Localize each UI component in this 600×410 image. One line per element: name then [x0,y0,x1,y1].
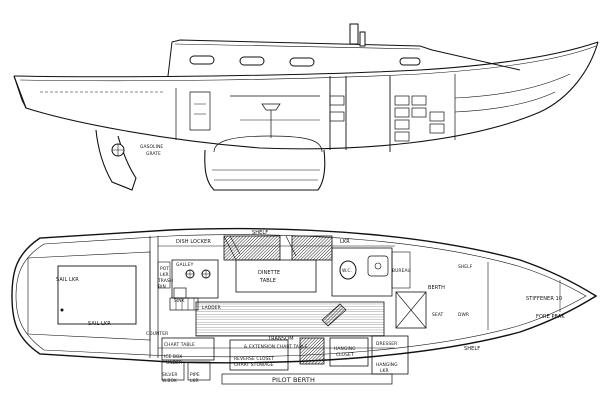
label-silver: SILVER [162,372,177,378]
label-gasoline: GASOLINE [140,144,163,150]
label-dinette-table: TABLE [259,278,276,284]
keel [204,149,326,191]
dinette-table [235,259,317,293]
cabin-sole [195,301,385,337]
hull-outline [11,227,598,364]
label-pipe-lkr: LKR [190,378,199,384]
toilet-icon [339,260,357,280]
dresser [371,335,409,375]
deck-inner [15,234,587,358]
label-lkr: LKR [340,239,350,245]
label-hanging-lkr-1: HANGING [376,362,398,368]
label-trash: TRASH [157,278,173,284]
transom [13,75,27,109]
portlight [399,57,421,66]
label-dinette: DINETTE [258,270,280,276]
cabin-trunk [167,39,521,77]
label-sink: SINK [174,298,185,304]
label-transom: TRANSOM [267,336,294,342]
chart-table [161,337,215,361]
label-ice-box: ICE BOX [164,354,182,360]
label-hanging-lkr-2: LKR [380,368,389,374]
sheer-line [13,41,599,78]
rudder [95,129,137,191]
label-ladder: LADDER [202,305,221,311]
label-dwr: DWR [458,312,469,318]
label-wbox: W.BOX [162,378,177,384]
label-extension-chart-table: & EXTENSION CHART TABLE [244,344,308,350]
portlight [289,57,315,67]
label-shelf-bottom: SHELF [464,346,480,352]
label-fore-peak: FORE PEAK [536,314,565,320]
label-shelf-top: SHELF [252,230,268,236]
mast-icon [349,23,359,45]
label-pilot-berth: PILOT BERTH [272,376,315,384]
label-hanging-closet-2: CLOSET [336,352,354,358]
plan-labels: SAIL LKR SAIL LKR DISH LOCKER SHELF GALL… [56,230,565,384]
label-shelf-bow-top: SHELF [458,264,473,270]
hanging-closet [329,337,369,367]
label-sail-lkr-upper: SAIL LKR [56,277,79,283]
label-reverse-closet: REVERSE CLOSET [234,356,274,362]
dinette-seat-aft [291,235,333,261]
label-bureau: BUREAU [392,268,411,274]
label-berth: BERTH [428,285,445,291]
label-grate: GRATE [146,151,161,157]
label-pipe: PIPE [190,372,200,378]
profile-view: GASOLINE GRATE [13,23,599,191]
label-hanging-closet-1: HANGING [334,346,356,352]
label-chart-stowage: CHART STOWAGE [234,362,274,368]
label-ice-box-under: UNDER [166,360,182,366]
label-pot-lkr: LKR [160,272,169,278]
portlight [189,55,215,65]
wash-basin-icon [367,255,389,277]
pilot-berth-area [221,373,393,385]
label-wc: W.C. [342,268,352,274]
sink-icon [173,287,187,299]
label-dish-locker: DISH LOCKER [176,239,211,245]
drawer-stack [329,95,445,142]
dinette-seat-fwd [223,235,281,261]
hull-bottom [13,41,599,150]
label-dresser: DRESSER [376,341,397,347]
portlight [239,56,265,66]
toe-rail [19,45,597,82]
label-counter: COUNTER [146,331,168,337]
label-galley: GALLEY [176,262,194,268]
plan-view [11,227,598,385]
label-pot: POT [160,266,169,272]
label-seat: SEAT [432,312,444,318]
ladder [169,297,199,311]
cockpit-well [57,265,137,325]
label-stiffener: STIFFENER 10 [526,296,562,302]
label-trash-bin: BIN [158,284,166,290]
label-chart-table: CHART TABLE [164,342,195,348]
forward-berth [395,291,427,329]
label-sail-lkr-lower: SAIL LKR [88,321,111,327]
closet [229,339,289,371]
head-compartment [331,247,393,297]
